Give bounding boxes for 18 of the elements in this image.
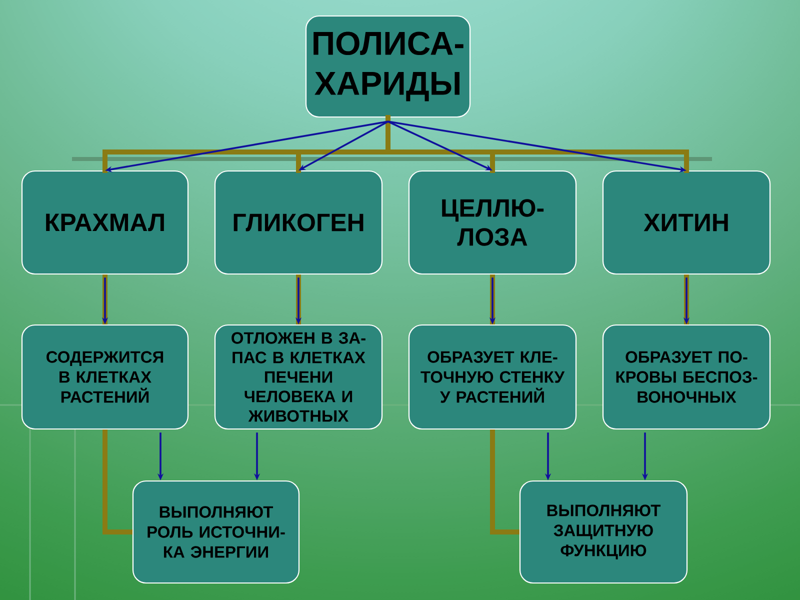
category-box: КРАХМАЛ [21, 170, 189, 275]
connector-line [490, 274, 495, 324]
description-box: СОДЕРЖИТСЯ В КЛЕТКАХ РАСТЕНИЙ [21, 324, 189, 430]
connector-line [296, 274, 301, 324]
connector-line [102, 115, 689, 173]
description-box: ОБРАЗУЕТ КЛЕ- ТОЧНУЮ СТЕНКУ У РАСТЕНИЙ [408, 324, 577, 430]
function-box: ВЫПОЛНЯЮТ ЗАЩИТНУЮ ФУНКЦИЮ [519, 480, 688, 584]
description-box: ОБРАЗУЕТ ПО- КРОВЫ БЕСПОЗ- ВОНОЧНЫХ [602, 324, 771, 430]
function-box: ВЫПОЛНЯЮТ РОЛЬ ИСТОЧНИ- КА ЭНЕРГИИ [132, 480, 300, 584]
connector-line [490, 430, 520, 534]
connector-line [102, 274, 108, 324]
description-box: ОТЛОЖЕН В ЗА- ПАС В КЛЕТКАХ ПЕЧЕНИ ЧЕЛОВЕКА И ЖИВОТНЫХ [214, 324, 383, 430]
category-box: ХИТИН [602, 170, 771, 275]
root-box: ПОЛИСА- ХАРИДЫ [305, 15, 471, 118]
category-box: ЦЕЛЛЮ- ЛОЗА [408, 170, 577, 275]
category-box: ГЛИКОГЕН [214, 170, 383, 275]
connector-line [102, 430, 132, 534]
connector-line [684, 274, 689, 324]
